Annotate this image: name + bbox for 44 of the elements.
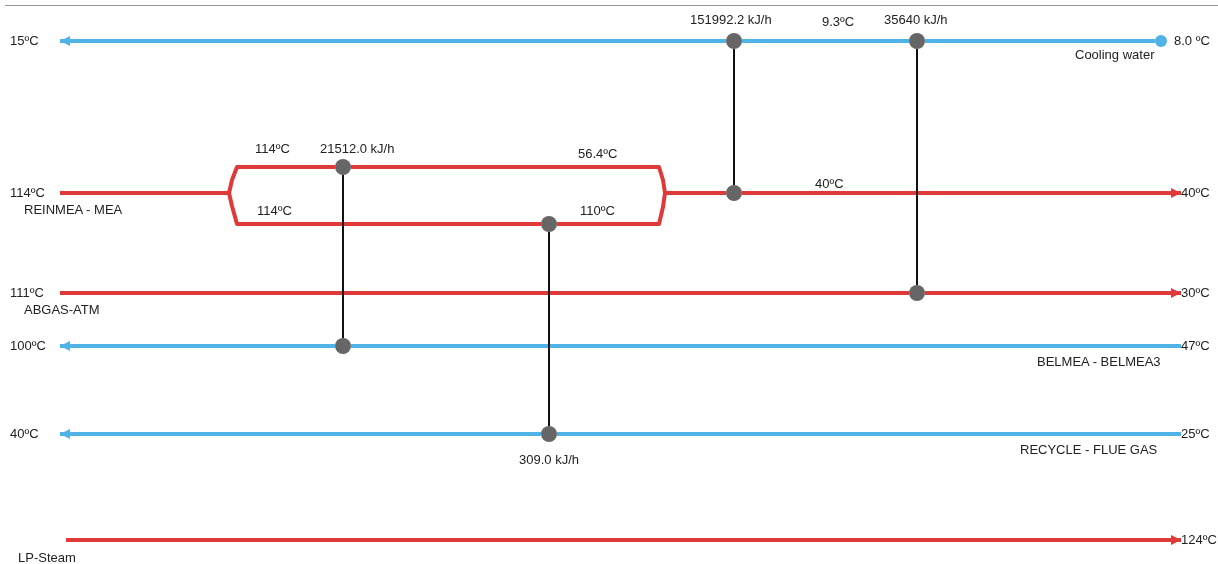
stream-label: 8.0 ºC bbox=[1174, 33, 1210, 49]
connector-line bbox=[342, 174, 344, 339]
connector-line bbox=[60, 291, 909, 295]
connector-line bbox=[742, 39, 909, 43]
temperature-label: 40ºC bbox=[10, 426, 60, 442]
temperature-label: 111ºC bbox=[10, 285, 60, 301]
heat-duty-label: 21512.0 kJ/h bbox=[320, 141, 395, 157]
stream-label: 110ºC bbox=[580, 203, 615, 219]
stream-name: REINMEA - MEA bbox=[24, 202, 123, 218]
arrow bbox=[925, 288, 1181, 298]
connector-line bbox=[916, 48, 918, 286]
heat-duty-label: 35640 kJ/h bbox=[884, 12, 948, 28]
arrow bbox=[60, 36, 726, 46]
connector-line bbox=[557, 191, 726, 226]
connector-line bbox=[351, 344, 1181, 348]
stream-label: 56.4ºC bbox=[578, 146, 618, 162]
stream-label: LP-Steam bbox=[18, 550, 76, 564]
arrow bbox=[60, 341, 335, 351]
temperature-label: 100ºC bbox=[10, 338, 60, 354]
arrow bbox=[60, 429, 541, 439]
arrow bbox=[66, 535, 1181, 545]
stream-name: ABGAS-ATM bbox=[24, 302, 100, 318]
temperature-label: 114ºC bbox=[10, 185, 60, 201]
arrow bbox=[742, 188, 1181, 198]
connector-line bbox=[548, 231, 550, 427]
stream-label: Cooling water bbox=[1075, 47, 1155, 63]
temperature-label: 40ºC bbox=[1181, 185, 1218, 201]
stream-label: 9.3ºC bbox=[822, 14, 855, 30]
temperature-label: 25ºC bbox=[1181, 426, 1218, 442]
stream-name: BELMEA - BELMEA3 bbox=[1037, 354, 1161, 370]
connector-line bbox=[733, 48, 735, 186]
connector-line bbox=[60, 191, 541, 226]
connector-line bbox=[925, 39, 1155, 43]
connector-line bbox=[557, 432, 1181, 436]
temperature-label: 124ºC bbox=[1181, 532, 1218, 548]
stream-label: 114ºC bbox=[255, 141, 290, 157]
temperature-label: 15ºC bbox=[10, 33, 60, 49]
stream-label: 114ºC bbox=[257, 203, 292, 219]
heat-duty-label: 151992.2 kJ/h bbox=[690, 12, 772, 28]
stream-name: RECYCLE - FLUE GAS bbox=[1020, 442, 1158, 458]
temperature-label: 47ºC bbox=[1181, 338, 1218, 354]
stream-label: 40ºC bbox=[815, 176, 844, 192]
temperature-label: 30ºC bbox=[1181, 285, 1218, 301]
heat-duty-label: 309.0 kJ/h bbox=[519, 452, 579, 468]
